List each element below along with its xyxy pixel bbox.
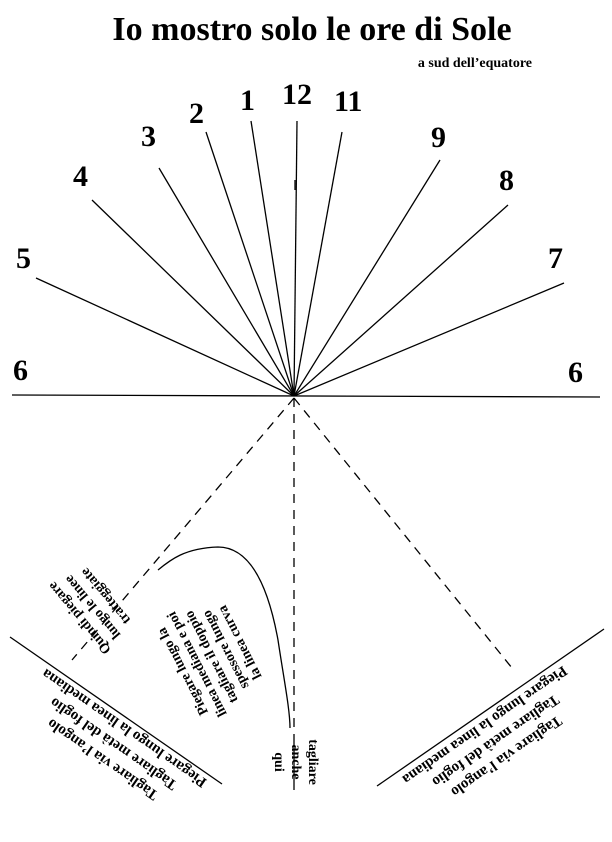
instructions-right-corner: Tagliare via l’angolo Tagliare metà del … [399, 662, 570, 800]
hour-line-11 [293, 131, 343, 397]
corner-cut-left [9, 636, 223, 785]
hour-label-11: 11 [334, 85, 362, 118]
hour-label-12: 12 [282, 78, 312, 111]
hour-line-1 [250, 120, 295, 397]
instructions-left-corner: Tagliare via l’angolo Tagliare metà del … [39, 665, 210, 803]
hour-label-5: 5 [16, 242, 31, 275]
instructions-middle-fold: Piegare lungo la linea mediana e poi tag… [155, 603, 266, 719]
instruction-line: tagliare [305, 739, 320, 785]
instructions-cut-here: tagliare anche qui [271, 739, 320, 785]
corner-cut-right [376, 628, 605, 787]
hour-line-3 [158, 167, 295, 397]
hour-line-6 [11, 394, 601, 398]
dashed-fold-right [293, 397, 513, 669]
instruction-line: anche [288, 745, 303, 780]
hour-line-12 [293, 120, 298, 397]
fold-lines [9, 397, 605, 790]
hour-label-1: 1 [240, 84, 255, 117]
hour-label-6-right: 6 [568, 356, 583, 389]
hour-line-2 [205, 131, 295, 397]
hour-label-4: 4 [73, 160, 88, 193]
hour-label-2: 2 [189, 97, 204, 130]
page-title: Io mostro solo le ore di Sole [112, 11, 511, 48]
hour-label-7: 7 [548, 242, 563, 275]
curved-cut-line [157, 546, 291, 729]
hour-lines [11, 120, 601, 398]
instruction-line: qui [271, 752, 286, 772]
hour-label-6-left: 6 [13, 354, 28, 387]
hour-label-8: 8 [499, 164, 514, 197]
hour-labels: 6 5 4 3 2 1 12 11 9 8 7 6 [13, 78, 583, 389]
page-subtitle: a sud dell’equatore [418, 56, 532, 71]
instructions-dashed-fold: Quindi piegare lungo le linee tratteggia… [46, 564, 135, 656]
hour-label-9: 9 [431, 121, 446, 154]
hour-line-7 [293, 282, 565, 397]
hour-line-4 [91, 199, 295, 397]
hour-line-9 [293, 159, 441, 397]
hour-line-5 [35, 277, 295, 397]
hour-label-3: 3 [141, 120, 156, 153]
hour-line-8 [293, 204, 509, 397]
